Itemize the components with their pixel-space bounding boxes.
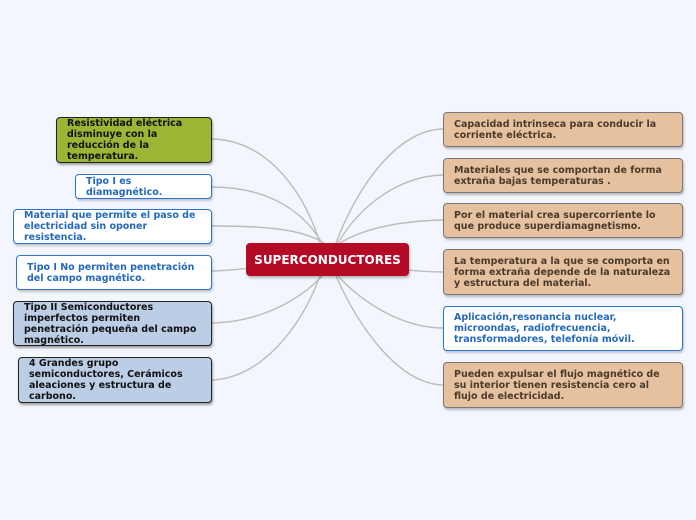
connector-left-5 — [211, 275, 321, 381]
central-topic[interactable]: SUPERCONDUCTORES — [246, 243, 409, 276]
node-text: Tipo I No permiten penetración del campo… — [27, 261, 195, 284]
connector-right-4 — [337, 275, 444, 329]
node-text: Tipo I es diamagnético. — [86, 175, 163, 198]
right-node-materiales[interactable]: Materiales que se comportan de forma ext… — [443, 158, 683, 193]
node-text: Capacidad intrinseca para conducir la co… — [454, 118, 657, 141]
left-node-material-sin-resistencia[interactable]: Material que permite el paso de electric… — [13, 209, 212, 244]
left-node-tipo-ii[interactable]: Tipo II Semiconductores imperfectos perm… — [13, 301, 212, 346]
node-text: Aplicación,resonancia nuclear, microonda… — [454, 312, 635, 345]
node-text: Tipo II Semiconductores imperfectos perm… — [24, 301, 197, 346]
node-text: Materiales que se comportan de forma ext… — [454, 164, 662, 187]
connector-left-1 — [211, 186, 323, 244]
connector-right-0 — [335, 128, 444, 244]
node-text: Pueden expulsar el flujo magnético de su… — [454, 368, 660, 402]
connector-left-2 — [211, 225, 325, 244]
connector-left-4 — [211, 275, 323, 324]
left-node-tipo-i-diamagnetico[interactable]: Tipo I es diamagnético. — [75, 174, 212, 199]
node-text: Resistividad eléctrica disminuye con la … — [67, 118, 183, 162]
node-text: 4 Grandes grupo semiconductores, Cerámic… — [29, 358, 183, 402]
connector-right-1 — [337, 174, 444, 244]
left-node-resistividad[interactable]: Resistividad eléctrica disminuye con la … — [56, 117, 212, 163]
right-node-aplicacion[interactable]: Aplicación,resonancia nuclear, microonda… — [443, 306, 683, 351]
node-text: Por el material crea supercorriente lo q… — [454, 209, 656, 232]
node-text: Material que permite el paso de electric… — [24, 210, 196, 243]
central-topic-label: SUPERCONDUCTORES — [254, 252, 401, 267]
connector-right-2 — [339, 219, 444, 244]
connector-right-5 — [335, 275, 444, 386]
right-node-supercorriente[interactable]: Por el material crea supercorriente lo q… — [443, 203, 683, 238]
connector-left-0 — [211, 138, 321, 244]
right-node-capacidad[interactable]: Capacidad intrinseca para conducir la co… — [443, 112, 683, 147]
left-node-grupos[interactable]: 4 Grandes grupo semiconductores, Cerámic… — [18, 357, 212, 403]
node-text: La temperatura a la que se comporta en f… — [454, 255, 671, 289]
right-node-temperatura[interactable]: La temperatura a la que se comporta en f… — [443, 249, 683, 295]
left-node-tipo-i-no-penetracion[interactable]: Tipo I No permiten penetración del campo… — [16, 255, 212, 290]
right-node-flujo-magnetico[interactable]: Pueden expulsar el flujo magnético de su… — [443, 362, 683, 408]
